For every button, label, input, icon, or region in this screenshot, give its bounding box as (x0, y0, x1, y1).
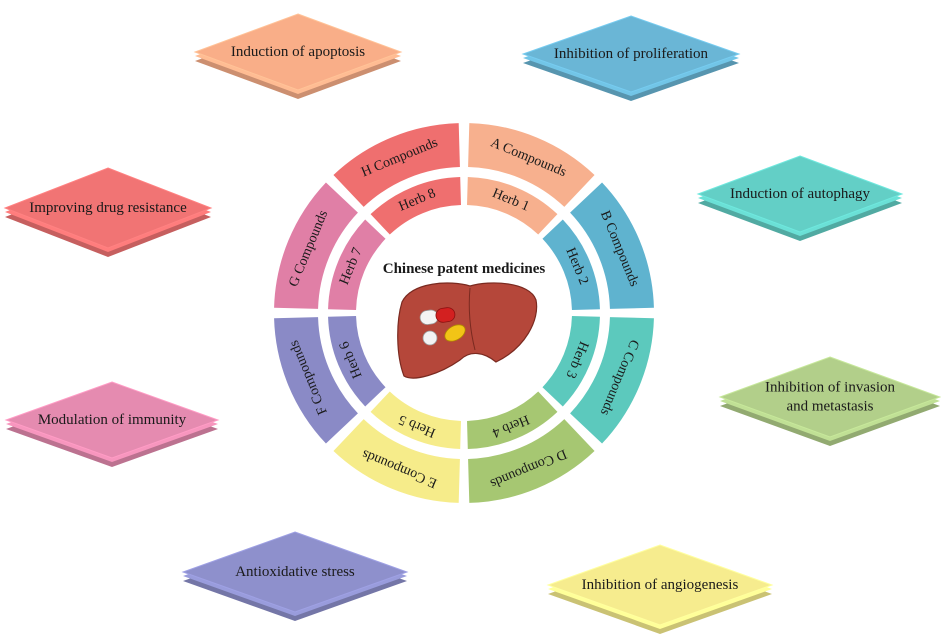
herb-segment-d (467, 391, 558, 449)
tile-top-layer (521, 15, 741, 93)
compound-segment-h (333, 123, 460, 207)
herb-segment-f (328, 316, 386, 407)
center-hub: Chinese patent medicines (383, 261, 546, 379)
herb-segment-h (370, 177, 461, 235)
effect-tile-autophagy: Induction of autophagy (696, 155, 904, 241)
liver-lobe-line (468, 287, 476, 351)
effect-tile-immunity: Modulation of immunity (4, 381, 220, 467)
compound-segment-f (274, 317, 358, 444)
compound-segment-b (570, 182, 654, 309)
center-title: Chinese patent medicines (383, 261, 546, 277)
tile-top-layer (696, 155, 904, 233)
compound-segment-e (333, 419, 460, 503)
effect-tile-proliferation: Inhibition of proliferation (521, 15, 741, 101)
effect-tile-drug-resistance: Improving drug resistance (3, 167, 213, 257)
tile-top-layer (181, 531, 409, 613)
liver-with-pills-icon (397, 282, 538, 379)
capsule-pill (419, 307, 456, 325)
herb-segment-c (542, 316, 600, 407)
compound-segment-g (274, 182, 358, 309)
effect-tile-antioxidative: Antioxidative stress (181, 531, 409, 621)
effect-tile-invasion: Inhibition of invasion and metastasis (718, 356, 941, 446)
herb-segment-g (328, 219, 386, 310)
effect-label-proliferation: Inhibition of proliferation (554, 46, 709, 62)
white-tablet (422, 330, 438, 346)
effect-tile-apoptosis: Induction of apoptosis (193, 13, 403, 99)
herb-segment-e (370, 391, 461, 449)
effect-tile-angiogenesis: Inhibition of angiogenesis (546, 544, 774, 634)
yellow-pill (444, 324, 466, 342)
effect-label-invasion: and metastasis (786, 399, 873, 415)
compound-segment-d (468, 419, 595, 503)
tile-top-layer (193, 13, 403, 91)
effect-label-angiogenesis: Inhibition of angiogenesis (582, 577, 739, 593)
effect-label-invasion: Inhibition of invasion (765, 380, 895, 396)
tile-top-layer (718, 356, 941, 438)
compound-segment-c (570, 317, 654, 444)
compound-segment-a (468, 123, 595, 207)
tile-top-layer (3, 167, 213, 249)
liver-shape (397, 282, 538, 379)
effect-label-apoptosis: Induction of apoptosis (231, 44, 365, 60)
effect-label-antioxidative: Antioxidative stress (235, 564, 355, 580)
effect-label-immunity: Modulation of immunity (38, 412, 187, 428)
herb-segment-b (542, 219, 600, 310)
effect-tiles: Induction of apoptosis Inhibition of prol… (3, 13, 941, 634)
herb-segment-a (467, 177, 558, 235)
effect-label-drug-resistance: Improving drug resistance (29, 200, 187, 216)
tile-top-layer (546, 544, 774, 626)
effect-label-autophagy: Induction of autophagy (730, 186, 870, 202)
tile-top-layer (4, 381, 220, 459)
